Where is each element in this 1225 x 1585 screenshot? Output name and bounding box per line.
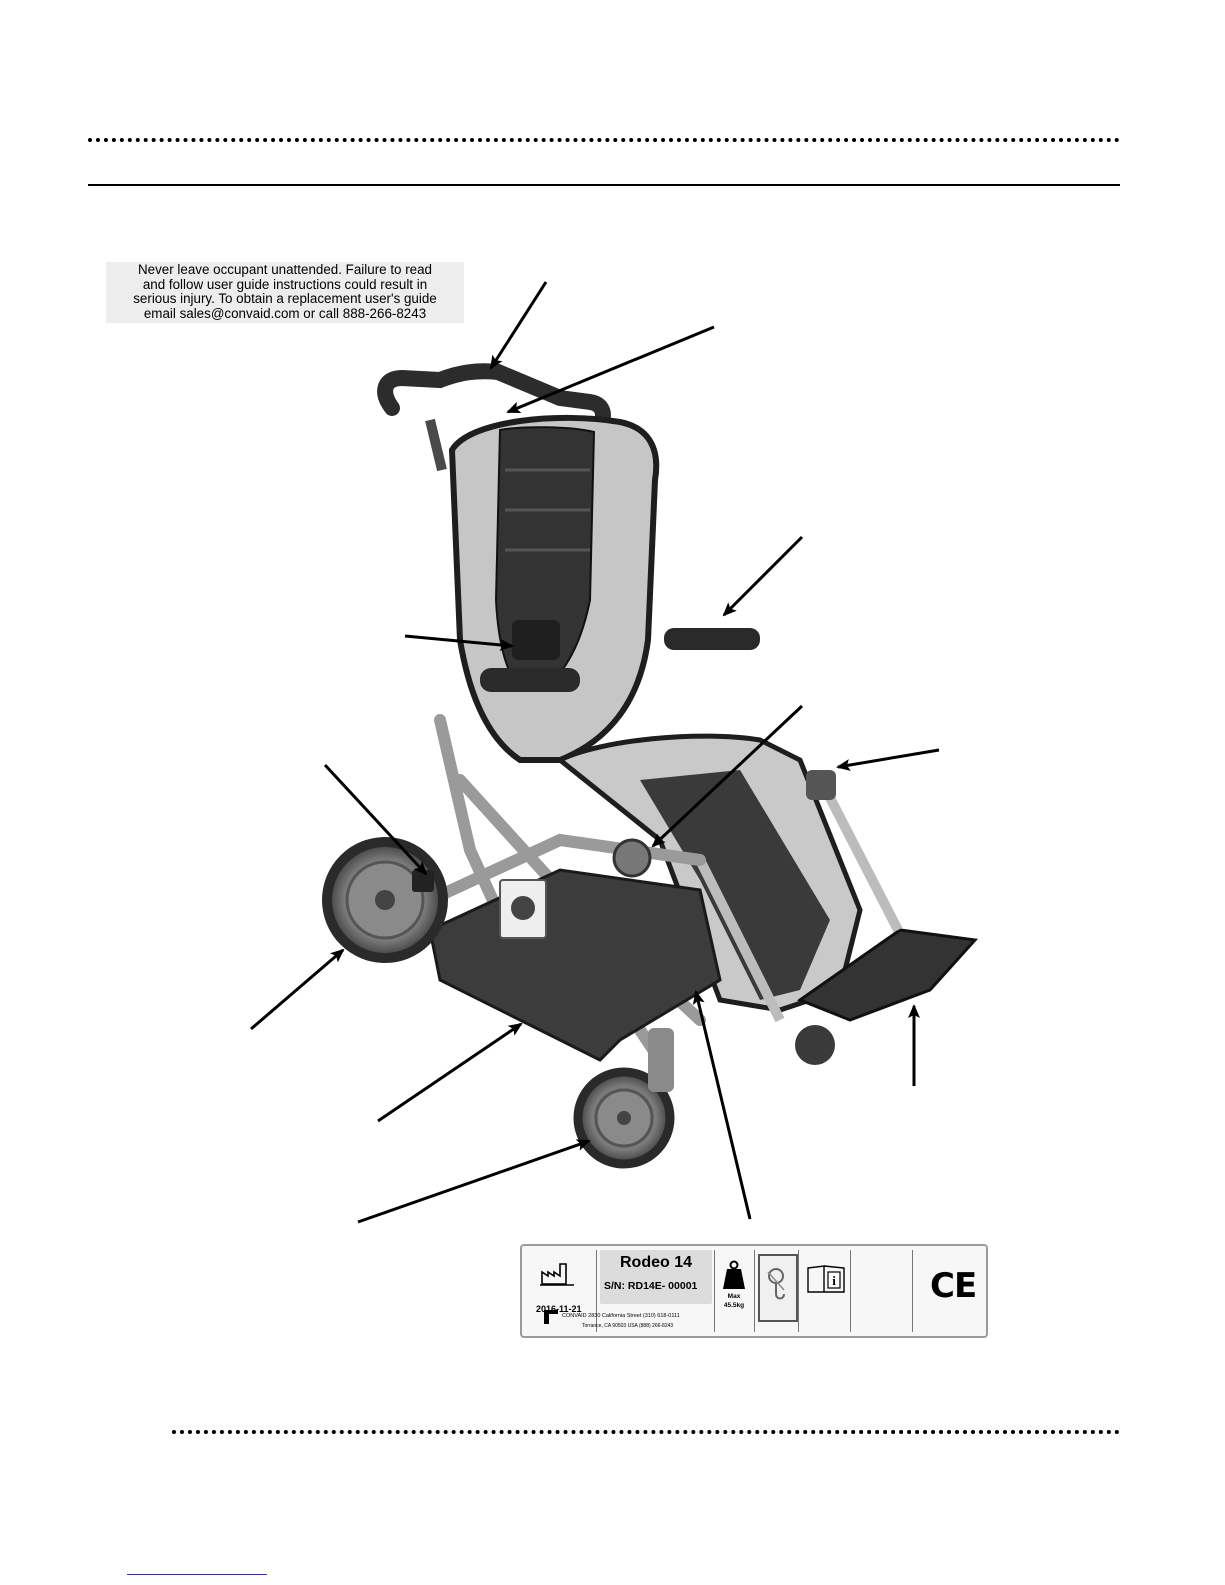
model-name: Rodeo 14 [619,1254,692,1271]
storage-basket [428,868,722,1062]
footer-link-underline [127,1574,267,1575]
label-divider [798,1250,799,1332]
callout-arrow [722,535,804,617]
weight-icon [723,1260,745,1289]
callout-arrows [250,281,940,1224]
max-load-value: 45.5kg [723,1302,745,1309]
warning-line: Never leave occupant unattended. Failure… [137,262,433,277]
warning-line: serious injury. To obtain a replacement … [133,291,437,306]
push-handle [377,363,611,436]
hook-icon-box [758,1254,798,1322]
serial-number: S/N: RD14E- 00001 [604,1280,698,1292]
max-load-label: Max [727,1293,741,1300]
callout-arrow [357,1139,591,1224]
company-city: Torrance, CA 90503 USA (888) 266-8243 [582,1323,674,1329]
hook-icon [767,1268,785,1300]
callout-arrow [250,948,345,1031]
header-dotted-rule [88,138,1120,142]
callout-arrow [323,763,428,876]
fold-hub [612,838,652,878]
rear-wheel [322,837,448,963]
stroller-image [322,363,979,1169]
label-divider [754,1250,755,1332]
callout-arrow [836,748,940,771]
ce-mark: CE [930,1266,977,1306]
label-divider [912,1250,913,1332]
warning-box: Never leave occupant unattended. Failure… [106,262,464,323]
callout-arrow [692,990,752,1220]
user-guide-info-icon: i [807,1265,845,1293]
label-divider [714,1250,715,1332]
label-divider [522,1250,597,1332]
callout-arrow [651,704,804,848]
caster-fork [648,1028,674,1092]
armrest-left [480,668,580,692]
manufacture-date: 2016-11-21 [536,1304,582,1314]
brake-pedal [412,870,434,892]
front-wheel [573,1067,675,1169]
label-divider [850,1250,851,1332]
leg-clamp [806,770,836,800]
warning-line: and follow user guide instructions could… [142,276,428,292]
warning-line: email sales@convaid.com or call 888-266-… [143,305,427,321]
company-logo-icon [544,1310,558,1324]
factory-icon [540,1263,574,1286]
footer-dotted-rule [172,1430,1120,1434]
model-block: Rodeo 14 S/N: RD14E- 00001 [600,1250,712,1304]
svg-text:i: i [832,1273,836,1288]
lateral-support [512,620,560,660]
footrest [796,928,979,1022]
callout-arrow [506,325,715,414]
company-address: CONVAID 2830 California Street (310) 618… [562,1313,680,1319]
callout-arrow [489,281,548,370]
armrest-right [664,628,760,650]
product-label: 2016-11-21 Rodeo 14 S/N: RD14E- 00001 CO… [520,1244,988,1338]
header-solid-rule [88,184,1120,186]
callout-arrow [404,634,514,651]
callout-arrow [377,1022,523,1123]
